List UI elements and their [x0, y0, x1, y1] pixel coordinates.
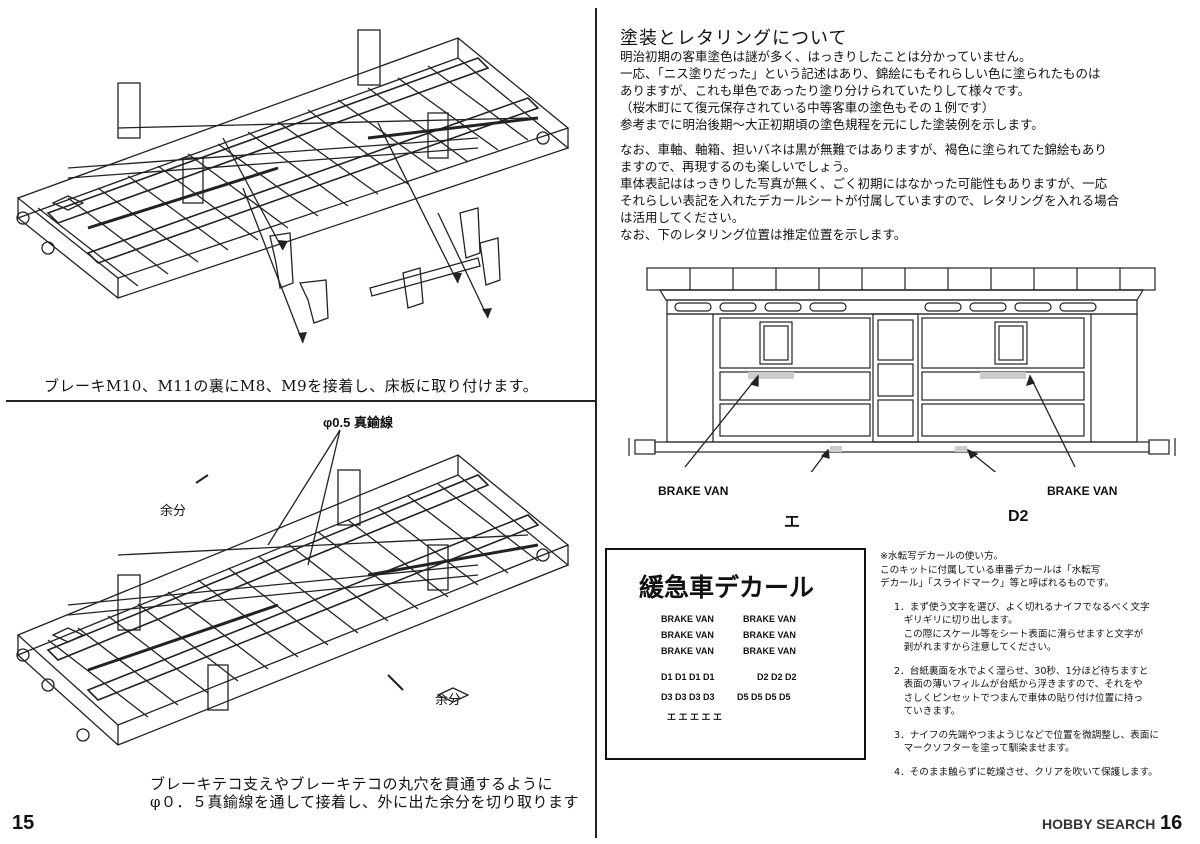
page-divider-vertical: [595, 8, 597, 838]
label-brake-van-right: BRAKE VAN: [1047, 484, 1118, 498]
notes-intro-line: デカール」「スライドマーク」等と呼ばれるものです。: [880, 578, 1115, 589]
decal-title: 緩急車デカール: [639, 573, 815, 602]
paragraph-line: なお、車軸、軸箱、担いバネは黒が無難ではありますが、褐色に塗られてた錦絵もあり: [620, 142, 1107, 157]
left-top-caption: ブレーキM10、M11の裏にM8、M9を接着し、床板に取り付けます。: [44, 377, 539, 395]
notes-intro-line: このキットに付属している車番デカールは「水転写: [880, 564, 1101, 576]
decal-d1-row: D1 D1 D1 D1: [661, 672, 715, 682]
paragraph-line: 参考までに明治後期〜大正初期頃の塗色規程を元にした塗装例を示します。: [620, 117, 1044, 132]
underframe-brake-diagram-top: [16, 29, 570, 344]
decal-brake-van: BRAKE VAN: [743, 614, 796, 624]
decal-brake-van: BRAKE VAN: [743, 630, 796, 640]
paragraph-line: は活用してください。: [620, 210, 745, 225]
label-d2: D2: [1008, 508, 1029, 525]
notes-head: ※水転写デカールの使い方。: [880, 551, 1004, 562]
paragraph-line: 明治初期の客車塗色は謎が多く、はっきりしたことは分かっていません。: [620, 49, 1032, 64]
excess-label-1: 余分: [160, 503, 187, 518]
paragraph-2: なお、車軸、軸箱、担いバネは黒が無難ではありますが、褐色に塗られてた錦絵もあり …: [620, 141, 1119, 243]
decal-instructions: ※水転写デカールの使い方。 このキットに付属している車番デカールは「水転写 デカ…: [880, 550, 1159, 779]
decal-brake-van: BRAKE VAN: [661, 630, 714, 640]
step-2-line: 2．台紙裏面を水でよく湿らせ、30秒、1分ほど待ちますと: [894, 665, 1149, 677]
step-1-line: 1．まず使う文字を選び、よく切れるナイフでなるべく文字: [894, 601, 1150, 613]
page-number-right: 16: [1160, 812, 1183, 834]
paragraph-line: ますので、再現するのも楽しいでしょう。: [620, 159, 856, 174]
decal-d3-row: D3 D3 D3 D3: [661, 692, 715, 702]
decal-e-row: エ エ エ エ エ: [667, 712, 723, 722]
step-1-line: 剥がれますから注意してください。: [894, 642, 1057, 653]
paragraph-1: 明治初期の客車塗色は謎が多く、はっきりしたことは分かっていません。 一応、「ニス…: [620, 48, 1101, 133]
step-2-line: ていきます。: [894, 706, 961, 717]
decal-sheet: 緩急車デカール BRAKE VAN BRAKE VAN BRAKE VAN BR…: [605, 548, 866, 760]
label-brake-van-left: BRAKE VAN: [658, 484, 729, 498]
step-3-line: マークソフターを塗って馴染ませます。: [894, 743, 1075, 754]
page-number-left: 15: [12, 812, 35, 834]
label-e: エ: [784, 514, 801, 531]
step-3-line: 3．ナイフの先端やつまようじなどで位置を微調整し、表面に: [894, 729, 1159, 741]
decal-brake-van: BRAKE VAN: [661, 614, 714, 624]
paragraph-line: なお、下のレタリング位置は推定位置を示します。: [620, 227, 907, 242]
section-divider-horizontal: [6, 400, 595, 402]
decal-brake-van: BRAKE VAN: [743, 646, 796, 656]
decal-d2-row: D2 D2 D2: [757, 672, 797, 682]
watermark-text: HOBBY SEARCH: [1042, 816, 1156, 832]
paragraph-line: （桜木町にて復元保存されている中等客車の塗色もその１例です）: [620, 100, 995, 115]
paragraph-line: 一応、「ニス塗りだった」という記述はあり、錦絵にもそれらしい色に塗られたものは: [620, 66, 1101, 81]
left-bottom-caption-line1: ブレーキテコ支えやブレーキテコの丸穴を貫通するように: [150, 775, 554, 793]
decal-brake-van: BRAKE VAN: [661, 646, 714, 656]
wire-label: φ0.5 真鍮線: [323, 415, 393, 430]
decal-d5-row: D5 D5 D5 D5: [737, 692, 791, 702]
step-2-line: 表面の薄いフィルムが台紙から浮きますので、それをや: [894, 679, 1143, 690]
step-1-line: この際にスケール等をシート表面に滑らせますと文字が: [894, 628, 1144, 640]
paragraph-line: それらしい表記を入れたデカールシートが付属していますので、レタリングを入れる場合: [620, 193, 1120, 208]
paragraph-line: ありますが、これも単色であったり塗り分けられていたりして様々です。: [620, 83, 1031, 98]
brake-van-side-elevation: [628, 267, 1176, 472]
section-title: 塗装とレタリングについて: [620, 28, 848, 49]
watermark-logo: HOBBY SEARCH: [1042, 816, 1155, 832]
paragraph-line: 車体表記ははっきりした写真が無く、ごく初期にはなかった可能性もありますが、一応: [620, 176, 1108, 191]
step-2-line: さしくピンセットでつまんで車体の貼り付け位置に持っ: [894, 692, 1143, 704]
underframe-wire-diagram-bottom: [16, 429, 570, 746]
left-bottom-caption-line2: φ０．５真鍮線を通して接着し、外に出た余分を切り取ります: [150, 793, 580, 811]
step-1-line: ギリギリに切り出します。: [894, 615, 1018, 626]
step-4-line: 4．そのまま触らずに乾燥させ、クリアを吹いて保護します。: [894, 766, 1158, 778]
